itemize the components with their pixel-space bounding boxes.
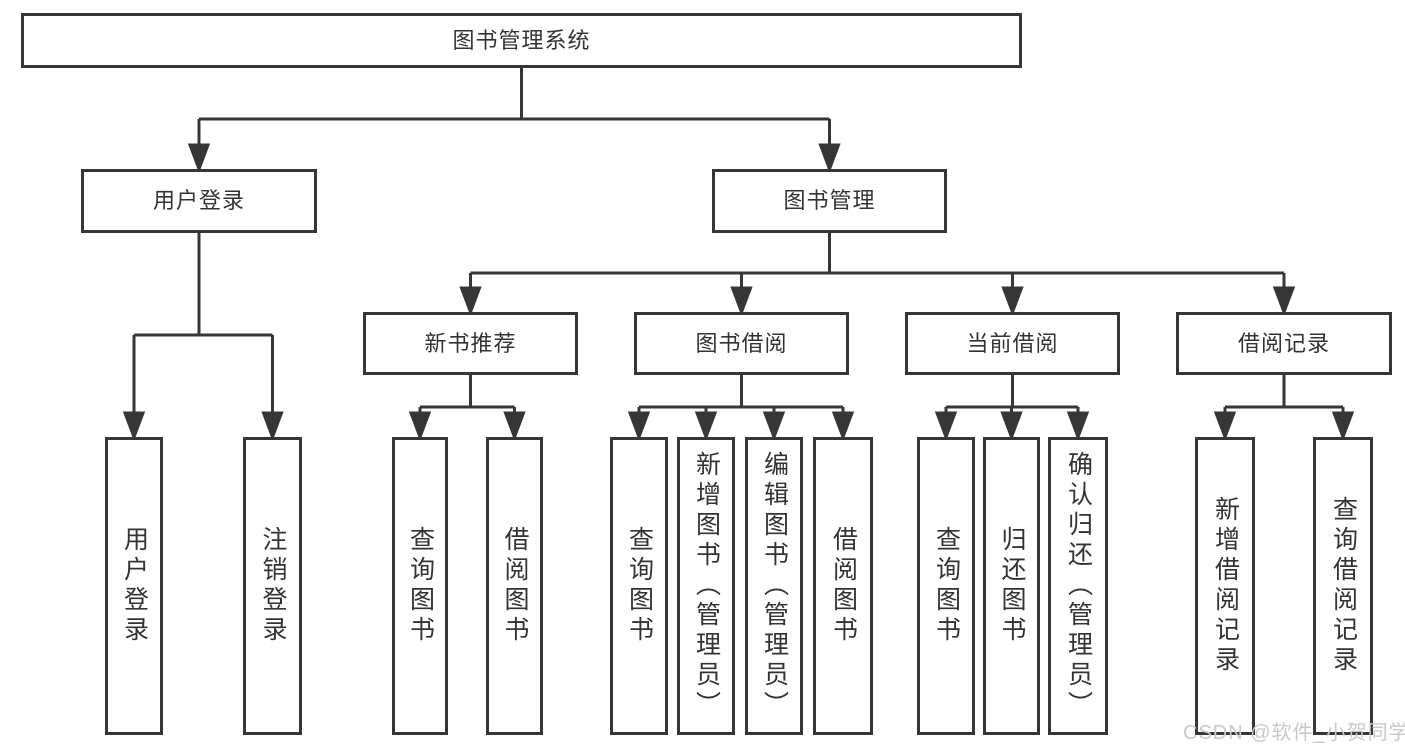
arrowhead-icon <box>934 411 958 442</box>
node-book-borrow: 图书借阅 <box>634 312 849 375</box>
connector-mgmt-to-level3 <box>459 233 1296 317</box>
leaf-records-query-record: 查询借阅记录 <box>1313 437 1373 735</box>
leaf-records-add-record-label: 新增借阅记录 <box>1211 496 1240 676</box>
leaf-borrow-borrow-books: 借阅图书 <box>813 437 873 735</box>
leaf-recommend-query-books: 查询图书 <box>392 437 448 735</box>
arrowhead-icon <box>1066 411 1090 442</box>
node-new-book-recommend: 新书推荐 <box>363 312 578 375</box>
arrowhead-icon <box>1272 286 1296 317</box>
arrowhead-icon <box>818 143 841 174</box>
leaf-borrow-add-books-admin-label: 新增图书（管理员） <box>692 451 721 721</box>
arrowhead-icon <box>408 411 432 442</box>
leaf-current-confirm-return-admin-label: 确认归还（管理员） <box>1064 451 1093 721</box>
leaf-current-query-books: 查询图书 <box>917 437 975 735</box>
arrowhead-icon <box>1001 286 1024 317</box>
arrowhead-icon <box>1213 411 1237 442</box>
leaf-current-query-books-label: 查询图书 <box>932 526 961 646</box>
leaf-borrow-query-books-label: 查询图书 <box>625 526 654 646</box>
arrowhead-icon <box>694 411 718 442</box>
leaf-current-confirm-return-admin: 确认归还（管理员） <box>1048 437 1108 735</box>
connector-borrow-to-leaves <box>627 375 855 442</box>
arrowhead-icon <box>459 286 482 317</box>
arrowhead-icon <box>831 411 855 442</box>
node-user-login: 用户登录 <box>81 169 317 233</box>
node-book-borrow-label: 图书借阅 <box>695 330 788 356</box>
arrowhead-icon <box>1000 411 1023 442</box>
node-book-management-label: 图书管理 <box>783 188 876 213</box>
arrowhead-icon <box>627 411 651 442</box>
node-new-book-recommend-label: 新书推荐 <box>424 330 517 356</box>
connector-recommend-to-leaves <box>408 375 526 442</box>
node-root-system: 图书管理系统 <box>21 13 1022 68</box>
arrowhead-icon <box>762 411 786 442</box>
arrowhead-icon <box>1331 411 1355 442</box>
connector-root-to-level2 <box>187 68 841 174</box>
arrowhead-icon <box>503 411 526 442</box>
leaf-user-login-label: 用户登录 <box>120 526 149 646</box>
node-current-borrow: 当前借阅 <box>905 312 1120 375</box>
node-current-borrow-label: 当前借阅 <box>966 330 1059 356</box>
connector-records-to-leaves <box>1213 375 1355 442</box>
arrowhead-icon <box>122 411 146 442</box>
arrowhead-icon <box>261 411 284 442</box>
leaf-borrow-edit-books-admin: 编辑图书（管理员） <box>745 437 803 735</box>
leaf-borrow-query-books: 查询图书 <box>610 437 668 735</box>
node-root-label: 图书管理系统 <box>452 27 591 53</box>
arrowhead-icon <box>730 286 753 317</box>
leaf-logout: 注销登录 <box>243 437 302 735</box>
node-borrow-records-label: 借阅记录 <box>1237 330 1330 356</box>
csdn-watermark: CSDN @软件_小贺同学 <box>1183 722 1405 744</box>
leaf-records-add-record: 新增借阅记录 <box>1195 437 1255 735</box>
leaf-borrow-borrow-books-label: 借阅图书 <box>829 526 858 646</box>
connector-current-to-leaves <box>934 375 1090 442</box>
connector-login-to-leaves <box>122 233 284 442</box>
leaf-recommend-borrow-books: 借阅图书 <box>486 437 543 735</box>
leaf-logout-label: 注销登录 <box>259 526 287 646</box>
node-book-management: 图书管理 <box>712 169 947 233</box>
arrowhead-icon <box>187 143 211 174</box>
leaf-current-return-books: 归还图书 <box>983 437 1040 735</box>
node-user-login-label: 用户登录 <box>152 188 245 213</box>
leaf-recommend-query-books-label: 查询图书 <box>406 526 435 646</box>
leaf-records-query-record-label: 查询借阅记录 <box>1329 496 1358 676</box>
leaf-current-return-books-label: 归还图书 <box>998 526 1026 646</box>
leaf-borrow-add-books-admin: 新增图书（管理员） <box>677 437 735 735</box>
leaf-user-login: 用户登录 <box>105 437 163 735</box>
leaf-recommend-borrow-books-label: 借阅图书 <box>501 526 529 646</box>
node-borrow-records: 借阅记录 <box>1176 312 1392 375</box>
leaf-borrow-edit-books-admin-label: 编辑图书（管理员） <box>760 451 789 721</box>
